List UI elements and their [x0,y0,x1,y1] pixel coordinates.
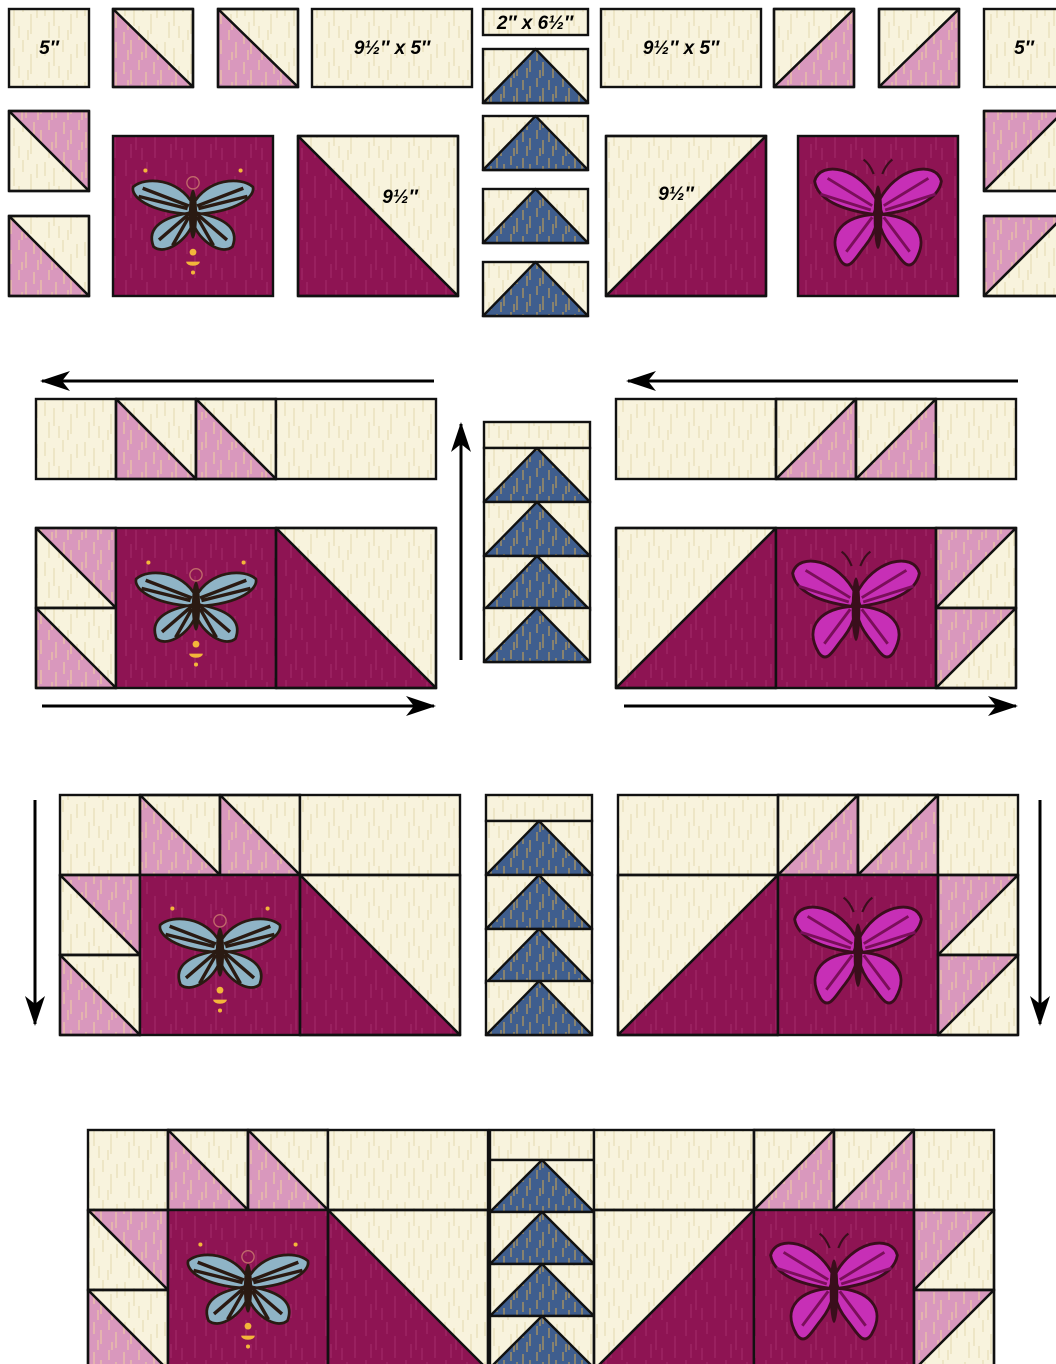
corner-square [88,1130,168,1210]
rect-piece [276,399,436,479]
size-label: 9½″ x 5″ [643,38,720,59]
strip-top [484,422,590,448]
rect-piece [618,795,778,875]
rect-piece [616,399,776,479]
size-label: 2″ x 6½″ [496,13,574,34]
rect-piece [594,1130,754,1210]
size-label: 9½″ x 5″ [354,38,431,59]
rect-piece [328,1130,488,1210]
size-label: 9½″ [658,184,694,205]
size-label: 5″ [39,38,60,59]
strip-top [486,795,592,821]
rect-piece [300,795,460,875]
corner-square [938,795,1018,875]
size-label: 9½″ [382,187,418,208]
corner-square [36,399,116,479]
corner-square [914,1130,994,1210]
corner-square [936,399,1016,479]
strip-top [490,1130,594,1160]
corner-square [60,795,140,875]
size-label: 5″ [1014,38,1035,59]
